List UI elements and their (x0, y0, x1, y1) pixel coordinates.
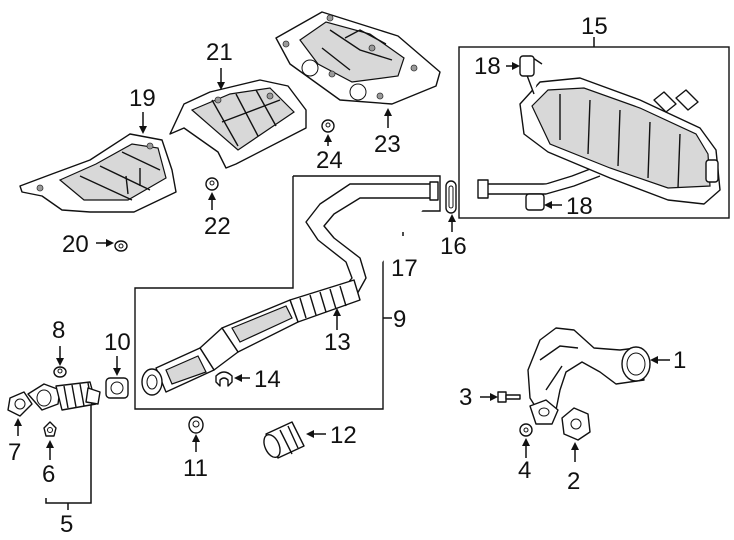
intermediate-pipe-13 (141, 181, 439, 396)
callout-19: 19 (129, 85, 156, 112)
gasket-10 (105, 377, 129, 399)
nut-24 (321, 119, 335, 133)
callout-16: 16 (440, 233, 467, 260)
nut-11 (188, 416, 204, 434)
hanger-16 (445, 180, 457, 214)
callout-10: 10 (104, 329, 131, 356)
gasket-7 (7, 391, 33, 417)
callout-15: 15 (581, 13, 608, 40)
callout-5: 5 (60, 511, 73, 538)
callout-14: 14 (254, 366, 281, 393)
nut-4 (519, 423, 533, 437)
heat-shield-23 (275, 11, 441, 105)
callout-4: 4 (518, 457, 531, 484)
gasket-2 (561, 407, 591, 441)
callout-6: 6 (42, 461, 55, 488)
callout-13: 13 (324, 329, 351, 356)
front-pipe-5 (27, 381, 101, 411)
intermediate-pipe-group-box (134, 175, 441, 410)
pipe-connector-12 (263, 421, 305, 459)
exhaust-manifold-1 (527, 327, 651, 425)
callout-20: 20 (62, 231, 89, 258)
heat-shield-19 (19, 133, 177, 213)
callout-22: 22 (204, 213, 231, 240)
group-5-bracket (45, 404, 92, 504)
callout-11: 11 (183, 455, 208, 482)
callout-18-upper: 18 (474, 53, 501, 80)
callout-3: 3 (459, 384, 472, 411)
heat-shield-21 (169, 79, 307, 169)
callout-24: 24 (316, 147, 343, 174)
callout-23: 23 (374, 131, 401, 158)
callout-18-lower: 18 (566, 193, 593, 220)
leader-lines (14, 62, 670, 462)
bolt-3 (497, 391, 521, 403)
callout-17: 17 (391, 255, 418, 282)
nut-20 (114, 240, 128, 252)
nut-8 (53, 366, 67, 378)
callout-8: 8 (52, 317, 65, 344)
rear-muffler-15 (477, 55, 721, 211)
clamp-14 (215, 371, 233, 387)
callout-12: 12 (330, 422, 357, 449)
nut-6 (43, 421, 57, 437)
callout-1: 1 (673, 347, 686, 374)
callout-9: 9 (393, 306, 406, 333)
callout-2: 2 (567, 468, 580, 495)
callout-7: 7 (8, 439, 21, 466)
callout-21: 21 (206, 39, 233, 66)
nut-22 (205, 177, 219, 191)
